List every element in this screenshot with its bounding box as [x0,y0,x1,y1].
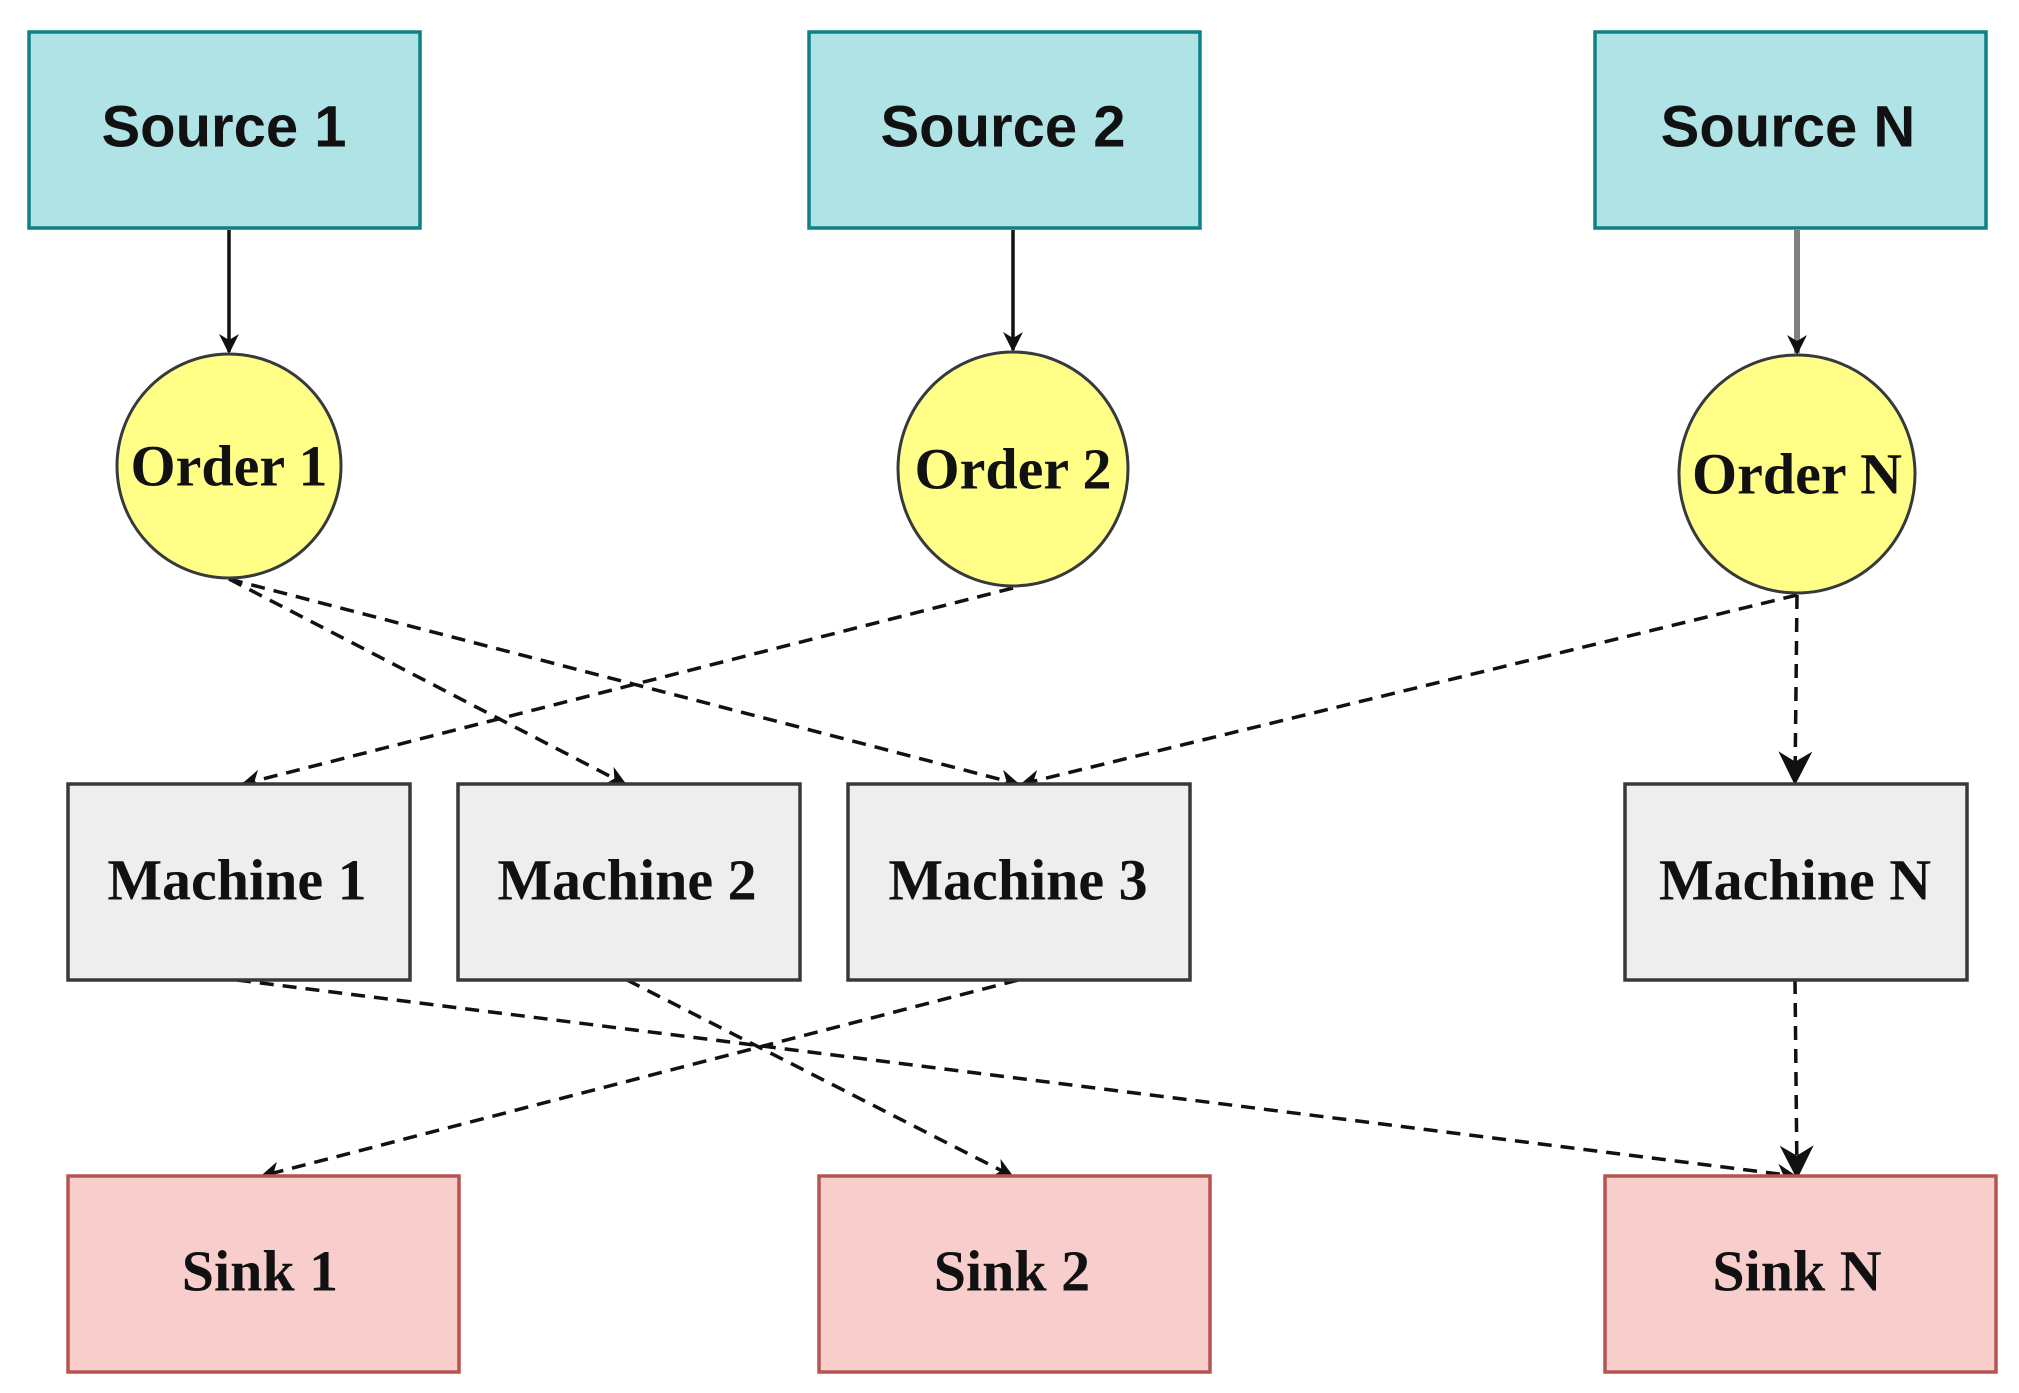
machine-2-node[interactable]: Machine 2 [456,782,802,982]
source-2-label: Source 2 [881,95,1126,160]
sink-1-label: Sink 1 [182,1239,338,1304]
source-n-node[interactable]: Source N [1593,30,1988,230]
source-2-node[interactable]: Source 2 [807,30,1202,230]
order-2-circle [896,350,1130,588]
sink-n-node[interactable]: Sink N [1603,1174,1998,1374]
edge-order-1-to-machine-3 [228,577,1020,790]
source-2-box [807,30,1202,230]
edge-order-n-to-machine-n [1778,594,1813,786]
machine-3-box [846,782,1192,982]
machine-n-box [1623,782,1969,982]
source-1-box [27,30,422,230]
source-n-label: Source N [1661,95,1916,160]
sink-2-node[interactable]: Sink 2 [817,1174,1212,1374]
machine-3-label: Machine 3 [888,848,1147,913]
order-2-node[interactable]: Order 2 [896,350,1130,588]
order-1-node[interactable]: Order 1 [115,352,343,580]
source-n-box [1593,30,1988,230]
order-2-label: Order 2 [914,437,1111,502]
edge-order-2-to-machine-1 [241,586,1014,790]
sink-1-node[interactable]: Sink 1 [66,1174,461,1374]
edge-machine-n-to-sink-n [1779,979,1814,1180]
machine-1-label: Machine 1 [107,848,366,913]
edge-machine-3-to-sink-1 [260,978,1019,1182]
machine-1-node[interactable]: Machine 1 [66,782,412,982]
machine-1-box [66,782,412,982]
machine-n-label: Machine N [1659,848,1931,913]
sink-n-label: Sink N [1712,1239,1881,1304]
sink-2-box [817,1174,1212,1374]
machine-2-box [456,782,802,982]
machine-n-node[interactable]: Machine N [1623,782,1969,982]
order-n-label: Order N [1692,442,1902,507]
machine-2-label: Machine 2 [497,848,756,913]
order-n-node[interactable]: Order N [1677,353,1917,595]
edge-order-n-to-machine-3 [1020,593,1798,790]
sink-2-label: Sink 2 [934,1239,1090,1304]
edges-layer [219,230,1814,1184]
order-n-circle [1677,353,1917,595]
machine-3-node[interactable]: Machine 3 [846,782,1192,982]
source-1-node[interactable]: Source 1 [27,30,422,230]
order-1-circle [115,352,343,580]
source-1-label: Source 1 [102,95,347,160]
edge-machine-2-to-sink-2 [626,978,1014,1178]
edge-order-1-to-machine-2 [228,577,627,786]
sink-1-box [66,1174,461,1374]
edge-machine-1-to-sink-n [236,978,1797,1184]
sink-n-box [1603,1174,1998,1374]
order-1-label: Order 1 [130,434,327,499]
